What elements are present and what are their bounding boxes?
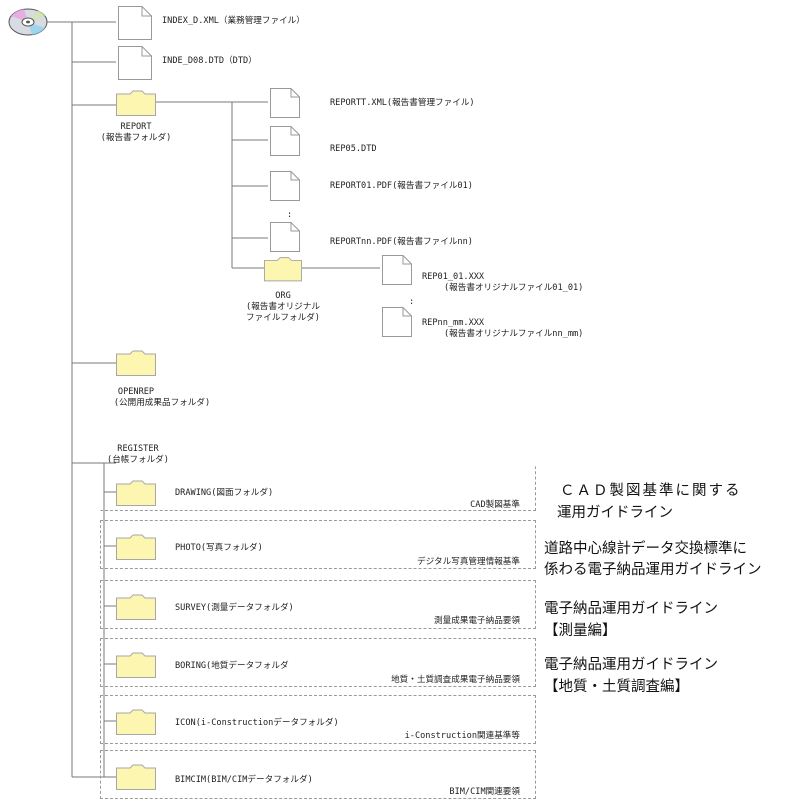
folder-icon	[116, 480, 156, 506]
guide-road-line1: 道路中心線計データ交換標準に	[544, 541, 747, 557]
guide-survey-line2: 【測量編】	[544, 623, 617, 639]
file-index-d-xml: INDEX_D.XML（業務管理ファイル）	[162, 16, 305, 26]
guide-road-line2: 係わる電子納品運用ガイドライン	[544, 562, 762, 578]
document-icon	[118, 46, 152, 80]
file-repnn-mm-name: REPnn_mm.XXX	[422, 318, 485, 328]
folder-icon	[116, 709, 156, 735]
file-reportt-xml: REPORTT.XML(報告書管理ファイル)	[330, 98, 475, 108]
file-report01-pdf: REPORT01.PDF(報告書ファイル01)	[330, 181, 473, 191]
drawing-standard: CAD製図基準	[470, 500, 520, 510]
folder-icon	[116, 90, 156, 116]
photo-standard: デジタル写真管理情報基準	[417, 557, 520, 567]
guide-cad-line1: ＣＡＤ製図基準に関する	[560, 483, 742, 499]
folder-icon-label: ICON(i-Constructionデータフォルダ)	[175, 718, 339, 728]
document-icon	[270, 88, 300, 118]
document-icon	[118, 6, 152, 40]
report-ellipsis: :	[287, 210, 293, 220]
guide-cad-line2: 運用ガイドライン	[557, 505, 673, 521]
openrep-folder-desc: (公開用成果品フォルダ)	[113, 398, 211, 408]
file-rep05-dtd: REP05.DTD	[330, 144, 377, 154]
guide-boring-line2: 【地質・土質調査編】	[544, 679, 689, 695]
folder-icon	[116, 764, 156, 790]
register-folder-name: REGISTER	[117, 444, 159, 454]
document-icon	[382, 255, 412, 285]
folder-icon	[116, 652, 156, 678]
bimcim-standard: BIM/CIM関連要領	[449, 787, 520, 797]
document-icon	[270, 126, 300, 156]
folder-survey-label: SURVEY(測量データフォルダ)	[175, 603, 294, 613]
folder-photo-label: PHOTO(写真フォルダ)	[175, 543, 263, 553]
file-reportnn-pdf: REPORTnn.PDF(報告書ファイルnn)	[330, 237, 473, 247]
folder-icon	[116, 534, 156, 560]
file-inde-d08-dtd: INDE_D08.DTD（DTD）	[162, 56, 257, 66]
survey-standard: 測量成果電子納品要領	[434, 616, 520, 626]
boring-standard: 地質・土質調査成果電子納品要領	[391, 675, 520, 685]
document-icon	[382, 307, 412, 337]
folder-drawing-label: DRAWING(図面フォルダ)	[175, 488, 274, 498]
folder-icon	[116, 594, 156, 620]
org-folder-desc-2: ファイルフォルダ)	[246, 313, 320, 323]
file-rep01-01-name: REP01_01.XXX	[422, 272, 485, 282]
openrep-folder-name: OPENREP	[117, 387, 155, 397]
photo-standard-box	[100, 520, 536, 569]
icon-standard-box	[100, 695, 536, 744]
org-folder-name: ORG	[275, 291, 291, 301]
folder-boring-label: BORING(地質データフォルダ	[175, 661, 289, 671]
file-rep01-01-desc: (報告書オリジナルファイル01_01)	[444, 283, 584, 293]
org-folder-desc-1: (報告書オリジナル	[246, 302, 320, 312]
boring-standard-box	[100, 638, 536, 687]
folder-icon	[264, 257, 302, 282]
document-icon	[270, 171, 300, 201]
org-ellipsis: :	[409, 297, 415, 307]
file-repnn-mm-desc: (報告書オリジナルファイルnn_mm)	[444, 329, 584, 339]
document-icon	[270, 222, 300, 252]
guide-boring-line1: 電子納品運用ガイドライン	[544, 657, 718, 673]
survey-standard-box	[100, 580, 536, 629]
report-folder-desc: (報告書フォルダ)	[100, 133, 172, 143]
guide-survey-line1: 電子納品運用ガイドライン	[544, 601, 718, 617]
folder-bimcim-label: BIMCIM(BIM/CIMデータフォルダ)	[175, 775, 313, 785]
icon-standard: i-Construction関連基準等	[404, 731, 520, 741]
cd-disc-icon	[8, 8, 48, 36]
report-folder-name: REPORT	[120, 122, 152, 132]
folder-icon	[116, 350, 156, 376]
drawing-standard-box	[100, 466, 536, 511]
register-folder-desc: (台帳フォルダ)	[107, 455, 169, 465]
